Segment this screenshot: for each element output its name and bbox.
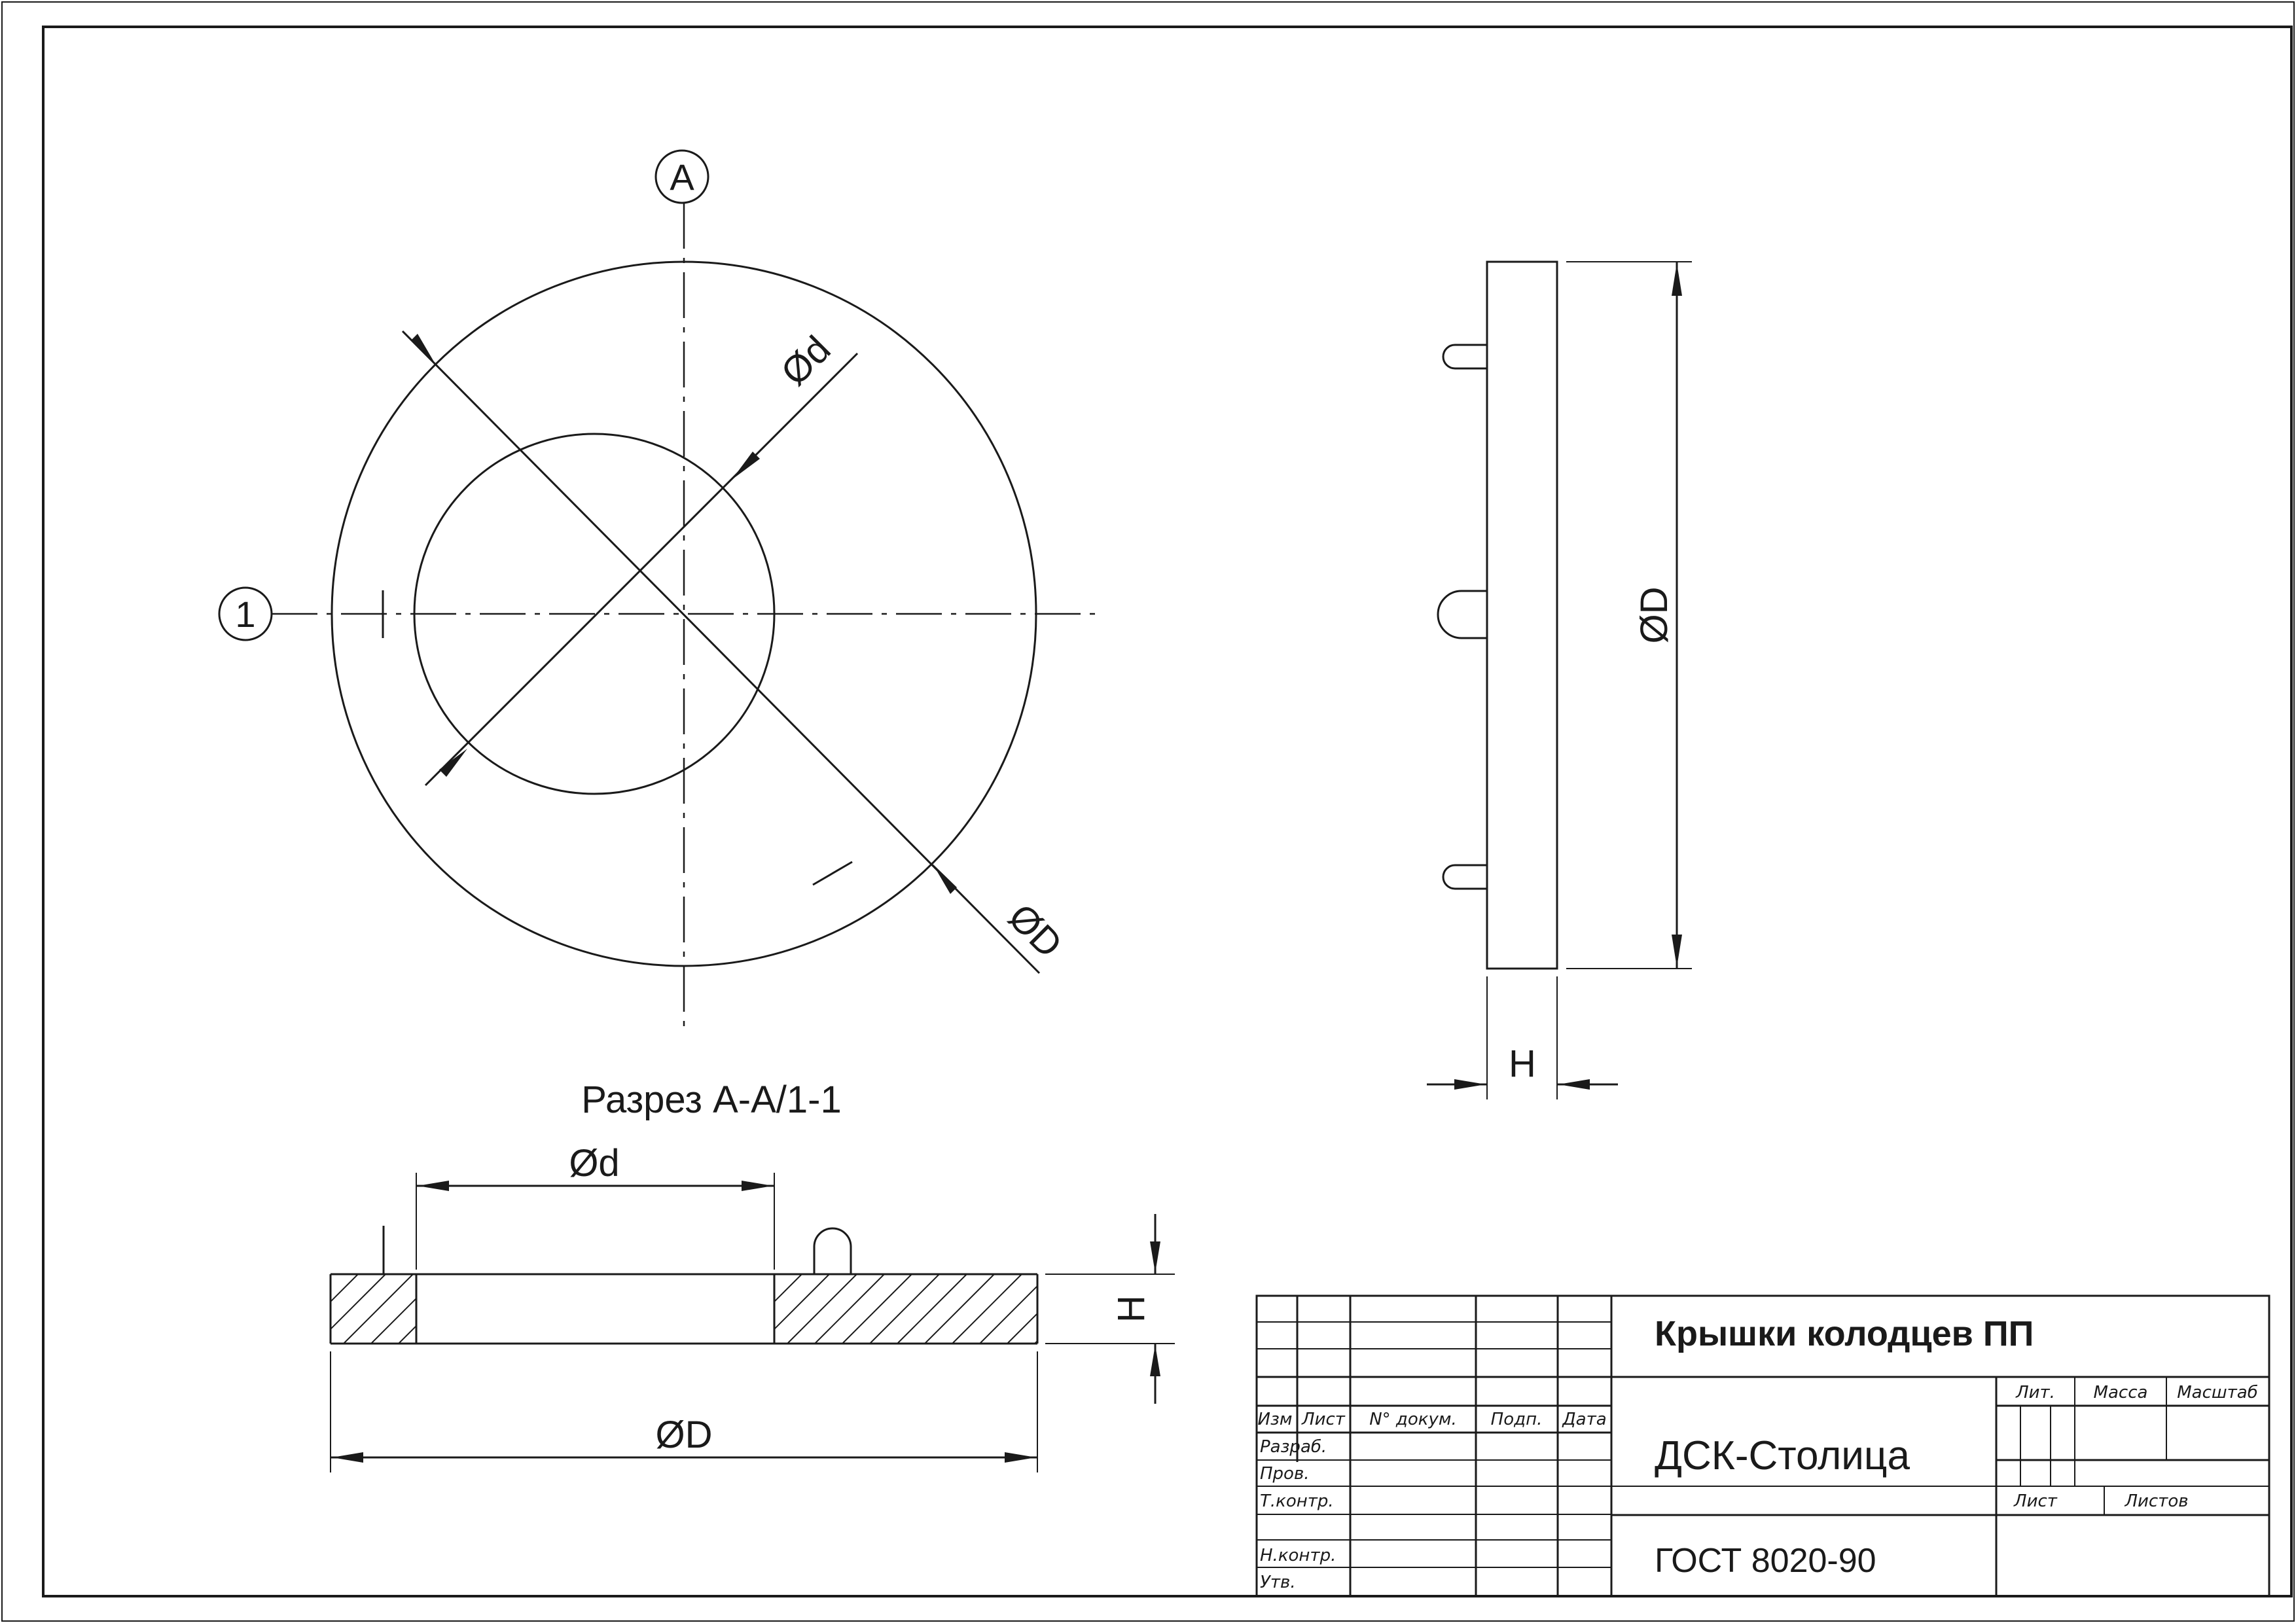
hatch-line	[261, 1274, 331, 1344]
hatch-right	[774, 1274, 1037, 1344]
dim-inner-arrow-top	[732, 452, 760, 480]
tb-row-checked: Пров.	[1260, 1464, 1310, 1484]
tb-col-date: Дата	[1562, 1410, 1606, 1429]
hatch-line	[787, 1274, 857, 1344]
section-view: Разрез А-А/1-1 Ød ØD H	[261, 1079, 1175, 1472]
section-title: Разрез А-А/1-1	[581, 1079, 842, 1121]
hatch-line	[1007, 1312, 1037, 1344]
hatch-line	[774, 1274, 830, 1330]
tb-scale: Масштаб	[2177, 1383, 2258, 1402]
hatch-line	[426, 1274, 495, 1344]
hatch-line	[814, 1274, 885, 1344]
tb-col-izm: Изм	[1258, 1410, 1293, 1429]
hatch-line	[869, 1274, 940, 1344]
tb-col-doc: N° докум.	[1369, 1410, 1457, 1429]
hatch-line	[1034, 1340, 1037, 1344]
hatch-line	[952, 1274, 1022, 1344]
tb-sheet: Лист	[2013, 1491, 2058, 1511]
dim-side-h-arrow-left	[1454, 1079, 1486, 1090]
front-view: A 1 Ød ØD	[218, 149, 1100, 1031]
tb-row-tech-control: Т.контр.	[1260, 1491, 1334, 1511]
dim-outer-arrow-bottom	[933, 864, 957, 894]
tb-standard: ГОСТ 8020-90	[1655, 1542, 1876, 1580]
dim-side-h-label: H	[1509, 1043, 1536, 1085]
title-block: Изм Лист N° докум. Подп. Дата Разраб. Пр…	[1255, 1294, 2270, 1597]
axis-marker-a-label: A	[670, 156, 694, 198]
tb-col-list: Лист	[1301, 1410, 1346, 1429]
hatch-line	[398, 1325, 416, 1344]
tb-product-name: Крышки колодцев ПП	[1655, 1314, 2034, 1353]
tb-row-norm-control: Н.контр.	[1260, 1546, 1336, 1565]
dim-section-h-arrow-top	[1150, 1241, 1160, 1273]
tb-lit: Лит.	[2015, 1383, 2055, 1402]
dim-section-inner-label: Ød	[569, 1142, 619, 1185]
side-view: ØD H	[1427, 260, 1692, 1099]
dim-outer-label: ØD	[1000, 895, 1070, 965]
drawing-frame	[42, 26, 2293, 1597]
title-block-border	[1255, 1294, 2270, 1597]
hatch-left	[261, 1274, 550, 1344]
hatch-line	[979, 1285, 1037, 1344]
side-handle-top	[1442, 344, 1487, 370]
dim-inner-label: Ød	[773, 328, 839, 394]
dim-inner-arrow-bottom	[439, 749, 467, 777]
dim-section-outer-arrow-right	[1005, 1452, 1036, 1463]
section-handle	[813, 1227, 852, 1274]
dim-side-outer-label: ØD	[1633, 587, 1676, 644]
tb-col-sign: Подп.	[1491, 1410, 1543, 1429]
tb-row-approved: Утв.	[1260, 1573, 1296, 1592]
axis-marker-1-circle	[218, 586, 273, 641]
hatch-line	[924, 1274, 995, 1344]
dim-outer-arrow-top	[411, 334, 435, 364]
dim-side-outer-arrow-bottom	[1672, 935, 1682, 967]
tb-organization: ДСК-Столица	[1655, 1433, 1910, 1478]
dim-section-outer-label: ØD	[656, 1414, 713, 1456]
hatch-line	[481, 1274, 550, 1344]
hatch-line	[897, 1274, 967, 1344]
hatch-line	[774, 1274, 802, 1303]
hatch-line	[454, 1274, 523, 1344]
dim-side-outer-arrow-top	[1672, 263, 1682, 296]
dim-section-inner-arrow-left	[418, 1181, 449, 1191]
tb-sheets: Листов	[2124, 1491, 2188, 1511]
dim-section-h-arrow-bottom	[1150, 1345, 1160, 1376]
hatch-line	[343, 1274, 414, 1344]
section-mark-bottom	[812, 861, 853, 886]
hatch-line	[370, 1297, 416, 1344]
dim-inner-line	[424, 352, 859, 787]
hatch-line	[331, 1274, 386, 1330]
tb-mass: Масса	[2094, 1383, 2148, 1402]
side-body	[1486, 260, 1558, 970]
hatch-line	[842, 1274, 912, 1344]
dim-section-outer-arrow-left	[332, 1452, 363, 1463]
side-handle-middle	[1437, 590, 1487, 639]
axis-marker-1-label: 1	[235, 594, 255, 635]
tb-row-developed: Разраб.	[1260, 1437, 1327, 1457]
hatch-line	[774, 1274, 775, 1275]
dim-section-inner-arrow-right	[742, 1181, 773, 1191]
axis-marker-a-circle	[655, 149, 709, 204]
side-handle-bottom	[1442, 864, 1487, 890]
hatch-line	[331, 1274, 359, 1303]
dim-outer-line	[401, 330, 1041, 974]
dim-side-h-arrow-right	[1558, 1079, 1590, 1090]
dim-section-h-label: H	[1110, 1295, 1153, 1323]
